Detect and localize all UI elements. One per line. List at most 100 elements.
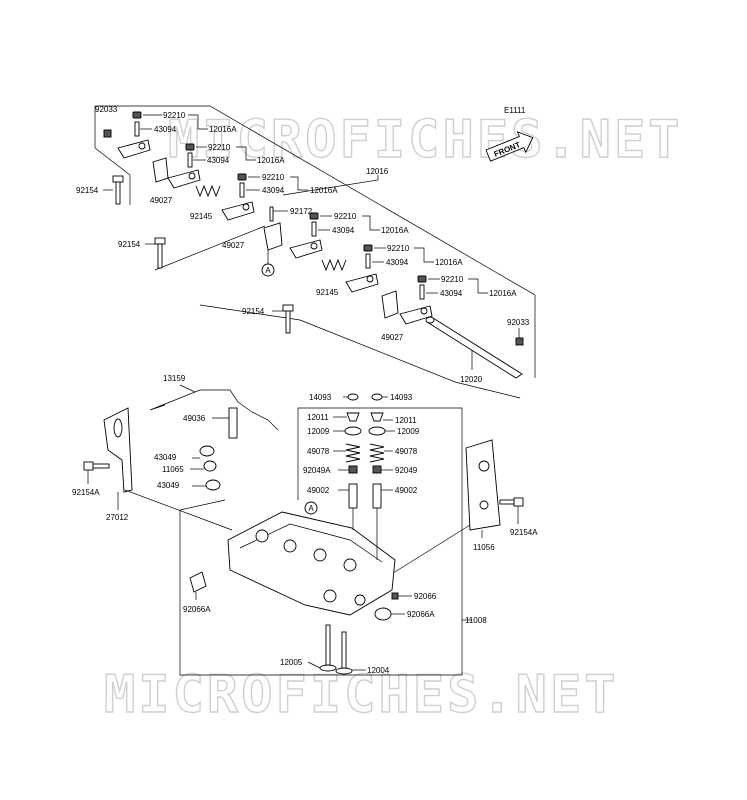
valve-12004 — [335, 631, 353, 675]
label-92172: 92172 — [290, 207, 313, 216]
label-12016A-3: 12016A — [310, 186, 338, 195]
label-49027-1: 49027 — [150, 196, 173, 205]
head-box-outline — [179, 510, 463, 676]
label-12016A-1: 12016A — [209, 125, 237, 134]
label-12009-left: 12009 — [307, 427, 330, 436]
assembly-outline-mid-1 — [154, 225, 266, 271]
cylinder-head — [227, 511, 396, 616]
label-43094-2: 43094 — [207, 156, 230, 165]
label-12016A-6: 12016A — [489, 289, 517, 298]
shaft-support-3 — [381, 290, 399, 319]
label-43094-5: 43094 — [386, 258, 409, 267]
plug-92033-2 — [515, 337, 524, 346]
label-12020: 12020 — [460, 375, 483, 384]
leader-12016 — [282, 175, 379, 196]
valve-stack-right — [368, 393, 386, 509]
label-43094-3: 43094 — [262, 186, 285, 195]
label-49036: 49036 — [183, 414, 206, 423]
label-92210-1: 92210 — [163, 111, 186, 120]
label-43094-6: 43094 — [440, 289, 463, 298]
label-49078-right: 49078 — [395, 447, 418, 456]
glow-harness — [149, 389, 279, 431]
label-92033-right: 92033 — [507, 318, 530, 327]
rocker-arm-3 — [221, 173, 255, 221]
bolt-92154A-1 — [83, 461, 110, 471]
label-92154-1: 92154 — [76, 186, 99, 195]
bolt-92154A-2 — [499, 497, 524, 507]
part-labels: 92033 92210 43094 12016A 92210 43094 120… — [72, 105, 538, 675]
rocker-arm-6 — [399, 275, 433, 325]
plug-92066 — [391, 592, 399, 600]
label-49002-right: 49002 — [395, 486, 418, 495]
bracket-27012 — [103, 407, 133, 493]
seal-43049-2 — [205, 479, 221, 491]
label-92210-4: 92210 — [334, 212, 357, 221]
bolt-92154-3 — [282, 304, 294, 334]
label-43049-2: 43049 — [157, 481, 180, 490]
glow-plug — [228, 407, 238, 439]
label-92066A-left: 92066A — [183, 605, 211, 614]
rocker-arm-2 — [167, 143, 201, 189]
label-92066: 92066 — [414, 592, 437, 601]
assembly-outline-left — [94, 147, 131, 205]
label-11056: 11056 — [473, 543, 495, 552]
assembly-outline-bottom — [199, 304, 521, 399]
label-12011-right: 12011 — [395, 416, 417, 425]
label-92210-5: 92210 — [387, 244, 410, 253]
label-92154A-left: 92154A — [72, 488, 100, 497]
seal-43049-1 — [199, 445, 215, 457]
shaft-support-2 — [263, 222, 283, 251]
figure-code: E1111 — [504, 106, 526, 115]
valve-stack-left — [344, 393, 362, 509]
spring-2 — [321, 258, 347, 272]
label-49002-left: 49002 — [307, 486, 330, 495]
label-92145-1: 92145 — [190, 212, 213, 221]
label-92033-top: 92033 — [95, 105, 118, 114]
label-92154A-right: 92154A — [510, 528, 538, 537]
label-92154-2: 92154 — [118, 240, 141, 249]
bolt-92154-2 — [154, 237, 166, 269]
label-49078-left: 49078 — [307, 447, 330, 456]
watermark-top: MICROFICHES.NET — [168, 110, 683, 170]
rocker-assembly: A — [94, 105, 536, 399]
label-92049: 92049 — [395, 466, 418, 475]
label-12011-left: 12011 — [307, 413, 329, 422]
ref-circle-a-lower — [304, 501, 318, 515]
label-92066A-right: 92066A — [407, 610, 435, 619]
label-49027-2: 49027 — [222, 241, 245, 250]
label-92210-3: 92210 — [262, 173, 285, 182]
label-92049A: 92049A — [303, 466, 331, 475]
label-14093-right: 14093 — [390, 393, 413, 402]
label-43049-1: 43049 — [154, 453, 177, 462]
label-12005: 12005 — [280, 658, 303, 667]
spring-1 — [195, 184, 221, 198]
seal-11065 — [203, 460, 217, 472]
cylinder-head-assembly: A — [83, 384, 524, 676]
label-43094-1: 43094 — [154, 125, 177, 134]
ref-a-upper: A — [265, 266, 271, 275]
label-12016: 12016 — [366, 167, 389, 176]
rocker-arm-4 — [289, 212, 323, 259]
label-12016A-2: 12016A — [257, 156, 285, 165]
label-12009-right: 12009 — [397, 427, 420, 436]
label-12004: 12004 — [367, 666, 390, 675]
label-92210-6: 92210 — [441, 275, 464, 284]
label-14093-left: 14093 — [309, 393, 332, 402]
assembly-outline-top — [94, 105, 536, 378]
label-13159: 13159 — [163, 374, 186, 383]
watermark-bottom: MICROFICHES.NET — [104, 665, 619, 725]
label-92145-2: 92145 — [316, 288, 339, 297]
bracket-11056 — [465, 439, 501, 531]
label-12016A-5: 12016A — [435, 258, 463, 267]
label-12016A-4: 12016A — [381, 226, 409, 235]
rocker-arm-1 — [117, 111, 151, 159]
label-92210-2: 92210 — [208, 143, 231, 152]
label-92154-3: 92154 — [242, 307, 265, 316]
rocker-shaft — [425, 316, 523, 379]
valve-box-outline — [297, 407, 463, 620]
ref-a-lower: A — [308, 504, 314, 513]
plug-92066A-1 — [189, 571, 207, 593]
bolt-92154-1 — [112, 175, 124, 205]
label-11008: 11008 — [465, 616, 487, 625]
